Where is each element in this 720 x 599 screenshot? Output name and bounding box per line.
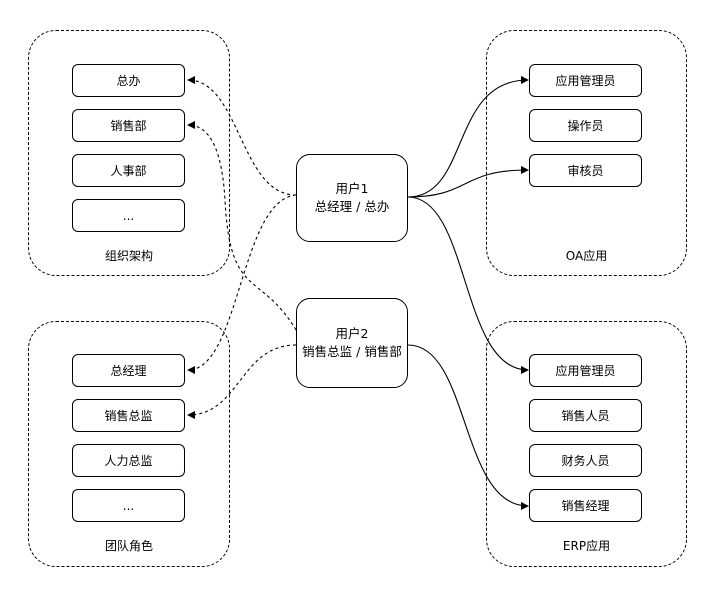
team-item-renlizongjian[interactable]: 人力总监 (72, 444, 185, 477)
group-erp-label: ERP应用 (562, 539, 611, 553)
org-item-renshibu[interactable]: 人事部 (72, 154, 185, 187)
group-org: 组织架构 (28, 30, 230, 276)
oa-item-admin[interactable]: 应用管理员 (529, 64, 642, 97)
group-team: 团队角色 (28, 321, 230, 567)
group-team-label: 团队角色 (104, 539, 153, 553)
oa-item-auditor[interactable]: 审核员 (529, 154, 642, 187)
org-item-xiaoshoubu[interactable]: 销售部 (72, 109, 185, 142)
user-2-roles: 销售总监 / 销售部 (302, 344, 402, 359)
erp-item-finance[interactable]: 财务人员 (529, 444, 642, 477)
user-1-roles: 总经理 / 总办 (314, 199, 390, 214)
group-org-label: 组织架构 (104, 249, 153, 263)
erp-item-sales[interactable]: 销售人员 (529, 399, 642, 432)
group-erp: ERP应用 (486, 321, 687, 567)
user-2-node[interactable]: 用户2 销售总监 / 销售部 (296, 298, 408, 388)
user-1-name: 用户1 (335, 181, 369, 196)
team-item-zongjingli[interactable]: 总经理 (72, 354, 185, 387)
oa-item-operator[interactable]: 操作员 (529, 109, 642, 142)
team-item-xiaoshouzongjian[interactable]: 销售总监 (72, 399, 185, 432)
erp-item-admin[interactable]: 应用管理员 (529, 354, 642, 387)
team-item-more[interactable]: ... (72, 489, 185, 522)
user-2-name: 用户2 (335, 326, 369, 341)
user-1-node[interactable]: 用户1 总经理 / 总办 (296, 154, 408, 242)
org-item-zongban[interactable]: 总办 (72, 64, 185, 97)
erp-item-salesmanager[interactable]: 销售经理 (529, 489, 642, 522)
org-item-more[interactable]: ... (72, 199, 185, 232)
group-oa: OA应用 (486, 30, 687, 276)
group-oa-label: OA应用 (565, 249, 608, 263)
